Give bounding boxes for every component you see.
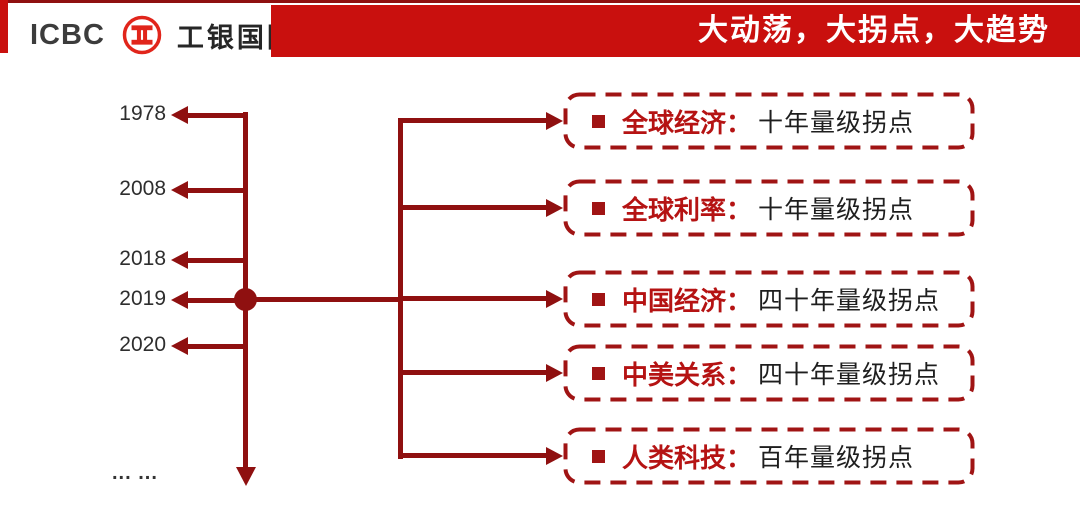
- branch-arrow-icon: [546, 290, 563, 308]
- square-bullet-icon: [592, 201, 605, 215]
- branch-arrow-icon: [546, 199, 563, 217]
- year-label: 2008: [119, 177, 166, 200]
- dashed-border: [563, 427, 975, 485]
- dashed-border: [563, 270, 975, 328]
- icbc-logo-icon: [122, 15, 162, 55]
- year-arrow-icon: [171, 181, 188, 199]
- slide-title-banner: 大动荡，大拐点，大趋势: [271, 5, 1080, 57]
- year-arrow-icon: [171, 106, 188, 124]
- year-label: 2020: [119, 333, 166, 356]
- timeline-axis-arrowhead-icon: [236, 467, 256, 486]
- box-desc: 十年量级拐点: [758, 196, 915, 224]
- inflection-box-us-china-relations: 中美关系： 四十年量级拐点: [563, 344, 975, 402]
- connector-bus-line: [398, 118, 403, 459]
- year-tick-line: [188, 298, 246, 303]
- dashed-border: [563, 344, 975, 402]
- branch-arrow-icon: [546, 364, 563, 382]
- year-arrow-icon: [171, 251, 188, 269]
- icbc-wordmark: ICBC: [30, 18, 105, 51]
- inflection-box-global-rates: 全球利率： 十年量级拐点: [563, 179, 975, 237]
- year-tick-line: [188, 113, 246, 118]
- year-tick-line: [188, 258, 246, 263]
- box-label: 中美关系：: [622, 359, 753, 390]
- year-tick-line: [188, 188, 246, 193]
- box-desc: 四十年量级拐点: [758, 361, 941, 389]
- inflection-box-china-economy: 中国经济： 四十年量级拐点: [563, 270, 975, 328]
- square-bullet-icon: [592, 449, 605, 463]
- inflection-box-human-technology: 人类科技： 百年量级拐点: [563, 427, 975, 485]
- connector-trunk-line: [245, 297, 402, 302]
- dashed-border: [563, 92, 975, 150]
- square-bullet-icon: [592, 114, 605, 128]
- branch-line: [400, 453, 547, 458]
- square-bullet-icon: [592, 292, 605, 306]
- year-label: 2018: [119, 247, 166, 270]
- box-desc: 十年量级拐点: [758, 109, 915, 137]
- logo-group: ICBC 工银国际: [30, 13, 297, 57]
- branch-arrow-icon: [546, 112, 563, 130]
- branch-arrow-icon: [546, 447, 563, 465]
- dashed-border: [563, 179, 975, 237]
- box-desc: 四十年量级拐点: [758, 287, 941, 315]
- box-label: 全球经济：: [622, 107, 753, 138]
- box-label: 中国经济：: [622, 285, 753, 316]
- year-label-highlight: 2019: [119, 287, 166, 310]
- year-arrow-icon: [171, 291, 188, 309]
- branch-line: [400, 118, 547, 123]
- timeline-continuation-ellipsis: ... ...: [112, 462, 158, 484]
- top-accent-line: [0, 0, 1080, 3]
- year-arrow-icon: [171, 337, 188, 355]
- square-bullet-icon: [592, 366, 605, 380]
- branch-line: [400, 296, 547, 301]
- branch-line: [400, 205, 547, 210]
- box-label: 全球利率：: [622, 194, 753, 225]
- year-label: 1978: [119, 102, 166, 125]
- box-label: 人类科技：: [622, 442, 753, 473]
- inflection-box-global-economy: 全球经济： 十年量级拐点: [563, 92, 975, 150]
- left-accent-bar: [0, 0, 8, 53]
- year-tick-line: [188, 344, 246, 349]
- branch-line: [400, 370, 547, 375]
- box-desc: 百年量级拐点: [758, 444, 915, 472]
